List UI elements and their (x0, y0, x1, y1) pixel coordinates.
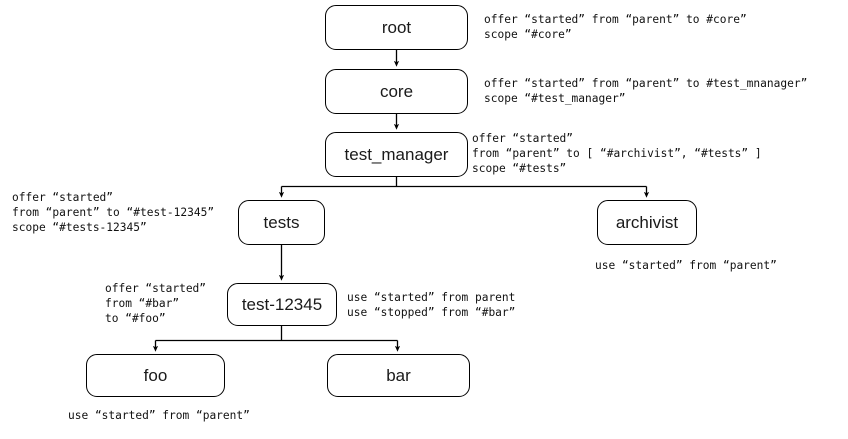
node-bar-label: bar (386, 366, 411, 385)
node-archivist-label: archivist (615, 213, 679, 232)
node-tests-label: tests (263, 213, 300, 232)
annotation-root-offer: offer “started” from “parent” to #core” … (484, 13, 747, 41)
annotation-test-manager-offer: offer “started” from “parent” to [ “#arc… (472, 132, 762, 175)
node-test-12345[interactable]: test-12345 (227, 283, 337, 326)
node-archivist[interactable]: archivist (597, 200, 697, 245)
node-test-manager[interactable]: test_manager (325, 132, 468, 177)
annotation-test-12345-offer: offer “started” from “#bar” to “#foo” (105, 282, 207, 325)
node-root[interactable]: root (325, 5, 468, 50)
node-tests[interactable]: tests (238, 200, 325, 245)
node-core[interactable]: core (325, 69, 468, 114)
annotation-foo-use: use “started” from “parent” (68, 409, 250, 422)
node-core-label: core (379, 82, 414, 101)
annotation-archivist-use: use “started” from “parent” (595, 259, 777, 272)
annotation-core-offer: offer “started” from “parent” to #test_m… (484, 77, 808, 105)
annotation-test-12345-use: use “started” from parent use “stopped” … (347, 291, 516, 319)
node-bar[interactable]: bar (327, 354, 470, 397)
node-test-manager-label: test_manager (344, 145, 449, 164)
node-foo[interactable]: foo (86, 354, 225, 397)
node-root-label: root (381, 18, 412, 37)
node-test-12345-label: test-12345 (241, 295, 323, 314)
annotation-tests-offer: offer “started” from “parent” to “#test-… (12, 191, 215, 234)
node-foo-label: foo (143, 366, 168, 385)
